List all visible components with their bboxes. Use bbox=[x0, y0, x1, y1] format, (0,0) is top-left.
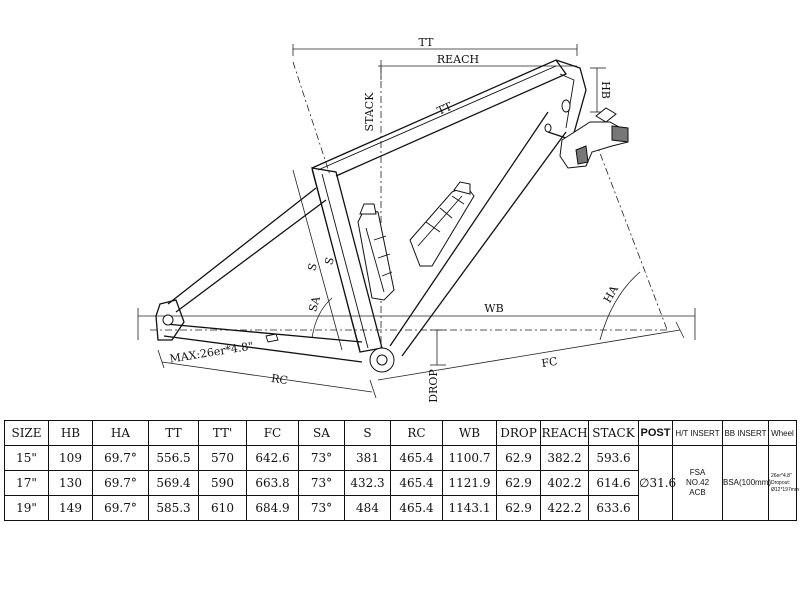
col-header: RC bbox=[390, 420, 443, 446]
table-row: 19" 149 69.7° 585.3 610 684.9 73° 484 46… bbox=[4, 495, 797, 521]
label-stack: STACK bbox=[363, 92, 376, 132]
table-cell: 62.9 bbox=[496, 470, 541, 496]
table-cell: 642.6 bbox=[246, 445, 299, 471]
col-header: SIZE bbox=[4, 420, 49, 446]
table-cell: 62.9 bbox=[496, 495, 541, 521]
col-header: WB bbox=[442, 420, 497, 446]
col-header: POST bbox=[638, 420, 673, 446]
post-cell: ∅31.6 bbox=[638, 445, 676, 521]
label-reach: REACH bbox=[437, 53, 479, 66]
col-header: REACH bbox=[540, 420, 589, 446]
label-rc: RC bbox=[270, 372, 289, 387]
geometry-table: SIZE HB HA TT TT' FC SA S RC WB DROP REA… bbox=[4, 420, 799, 521]
table-cell: 585.3 bbox=[148, 495, 199, 521]
table-cell: 614.6 bbox=[588, 470, 639, 496]
table-cell: 422.2 bbox=[540, 495, 589, 521]
table-cell: 465.4 bbox=[390, 470, 443, 496]
label-fc: FC bbox=[541, 355, 559, 370]
ht-insert-line: FSA bbox=[689, 468, 706, 477]
table-cell: 610 bbox=[198, 495, 247, 521]
table-cell: 684.9 bbox=[246, 495, 299, 521]
col-header: H/T INSERT bbox=[672, 420, 723, 446]
table-cell: 633.6 bbox=[588, 495, 639, 521]
label-ha: HA bbox=[601, 282, 622, 305]
table-cell: 382.2 bbox=[540, 445, 589, 471]
wheel-line: Dropout: bbox=[771, 479, 791, 486]
table-cell: 69.7° bbox=[92, 445, 149, 471]
col-header: SA bbox=[298, 420, 345, 446]
table-cell: 149 bbox=[48, 495, 93, 521]
table-cell: 15" bbox=[4, 445, 49, 471]
col-header: S bbox=[344, 420, 391, 446]
table-row: 17" 130 69.7° 569.4 590 663.8 73° 432.3 … bbox=[4, 470, 797, 496]
table-cell: 593.6 bbox=[588, 445, 639, 471]
bike-frame bbox=[155, 59, 629, 373]
table-cell: 484 bbox=[344, 495, 391, 521]
table-cell: 109 bbox=[48, 445, 93, 471]
table-cell: 1143.1 bbox=[442, 495, 497, 521]
label-tt-tube: TT bbox=[435, 100, 454, 118]
table-cell: 69.7° bbox=[92, 495, 149, 521]
table-cell: 69.7° bbox=[92, 470, 149, 496]
table-cell: 569.4 bbox=[148, 470, 199, 496]
table-cell: 570 bbox=[198, 445, 247, 471]
table-cell: 1100.7 bbox=[442, 445, 497, 471]
col-header: FC bbox=[246, 420, 299, 446]
table-cell: 465.4 bbox=[390, 445, 443, 471]
col-header: TT' bbox=[198, 420, 247, 446]
table-cell: 73° bbox=[298, 470, 345, 496]
table-cell: 1121.9 bbox=[442, 470, 497, 496]
table-cell: 73° bbox=[298, 445, 345, 471]
ht-insert-cell: FSA NO.42 ACB bbox=[672, 445, 723, 521]
label-drop: DROP bbox=[427, 369, 440, 403]
label-s-outer: S bbox=[305, 262, 320, 273]
table-row: 15" 109 69.7° 556.5 570 642.6 73° 381 46… bbox=[4, 445, 799, 521]
ht-insert-line: ACB bbox=[689, 488, 706, 497]
table-cell: 663.8 bbox=[246, 470, 299, 496]
col-header: Wheel bbox=[768, 420, 797, 446]
table-cell: 17" bbox=[4, 470, 49, 496]
label-wb: WB bbox=[484, 302, 503, 315]
label-max-tire: MAX:26er*4.8" bbox=[169, 340, 255, 366]
ht-insert-line: NO.42 bbox=[685, 478, 710, 487]
table-cell: 432.3 bbox=[344, 470, 391, 496]
col-header: DROP bbox=[496, 420, 541, 446]
label-tt-top: TT bbox=[419, 36, 435, 49]
col-header: HA bbox=[92, 420, 149, 446]
table-header-row: SIZE HB HA TT TT' FC SA S RC WB DROP REA… bbox=[4, 420, 797, 446]
wheel-cell: 26er*4.8" Dropout: Ø12*197mm bbox=[768, 445, 800, 521]
table-cell: 19" bbox=[4, 495, 49, 521]
table-cell: 73° bbox=[298, 495, 345, 521]
table-cell: 62.9 bbox=[496, 445, 541, 471]
table-cell: 130 bbox=[48, 470, 93, 496]
col-header: BB INSERT bbox=[722, 420, 769, 446]
label-s-inner: S bbox=[322, 256, 337, 267]
wheel-line: Ø12*197mm bbox=[771, 486, 800, 493]
table-cell: 381 bbox=[344, 445, 391, 471]
col-header: HB bbox=[48, 420, 93, 446]
dimension-labels: TT REACH HB STACK TT S S SA WB HA MAX:26… bbox=[169, 36, 622, 403]
frame-geometry-diagram: TT REACH HB STACK TT S S SA WB HA MAX:26… bbox=[137, 36, 696, 403]
table-cell: 465.4 bbox=[390, 495, 443, 521]
bb-insert-cell: BSA(100mm) bbox=[722, 445, 771, 521]
label-hb: HB bbox=[599, 81, 612, 99]
wheel-line: 26er*4.8" bbox=[771, 472, 792, 479]
table-cell: 590 bbox=[198, 470, 247, 496]
table-cell: 556.5 bbox=[148, 445, 199, 471]
col-header: TT bbox=[148, 420, 199, 446]
table-cell: 402.2 bbox=[540, 470, 589, 496]
col-header: STACK bbox=[588, 420, 639, 446]
label-sa: SA bbox=[306, 294, 323, 313]
